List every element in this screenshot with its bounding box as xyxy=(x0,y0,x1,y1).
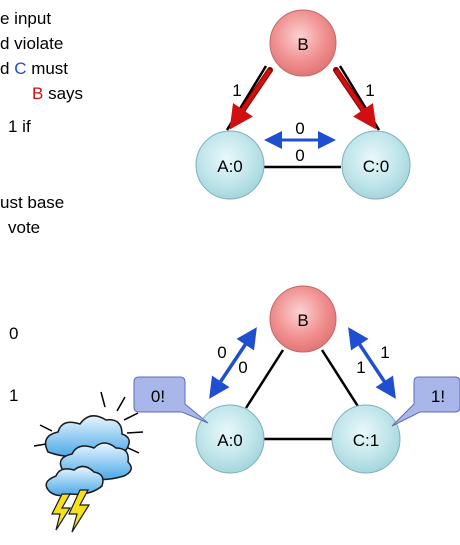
text-line-2: d violate xyxy=(0,34,64,53)
text-line-4: B says xyxy=(32,84,84,103)
node-b-bottom-label: B xyxy=(297,311,308,330)
edge-label-bc-outer: 1 xyxy=(380,343,389,362)
diagram-top: B A:0 C:0 1 1 0 0 xyxy=(195,9,411,200)
node-a-bottom xyxy=(195,404,265,474)
arrow-a-b-bottom xyxy=(209,327,257,399)
node-a-bottom-label: A:0 xyxy=(217,431,243,450)
arrow-b-to-c-top xyxy=(333,67,377,130)
arrow-b-to-a-top xyxy=(229,67,273,130)
node-b-top xyxy=(269,9,337,77)
node-c-bottom xyxy=(331,404,401,474)
callout-left-label: 0! xyxy=(151,387,165,406)
storm-cloud-icon xyxy=(33,391,144,533)
edge-label-ab-outer: 0 xyxy=(217,343,226,362)
text-line-5: 1 if xyxy=(8,117,31,136)
edge-ba-bottom xyxy=(244,349,285,409)
node-a-top xyxy=(195,130,265,200)
callout-left: 0! xyxy=(133,376,209,424)
node-c-top-label: C:0 xyxy=(363,157,389,176)
edge-label-bc-inner: 1 xyxy=(356,358,365,377)
text-line-3: d C must xyxy=(0,59,69,78)
arrow-b-c-bottom xyxy=(348,327,396,399)
node-ref-b: B xyxy=(32,84,44,103)
edge-label-bc-top: 1 xyxy=(365,81,374,100)
callout-right: 1! xyxy=(391,376,460,427)
node-c-bottom-label: C:1 xyxy=(353,431,379,450)
edge-label-ac-top-lower: 0 xyxy=(295,146,304,165)
edge-label-ac-top-upper: 0 xyxy=(295,119,304,138)
text-line-6: ust base xyxy=(0,193,65,212)
callout-right-label: 1! xyxy=(431,387,445,406)
side-number-0: 0 xyxy=(9,324,19,343)
edge-bc-bottom xyxy=(320,349,361,409)
node-b-top-label: B xyxy=(297,35,308,54)
diagram-bottom: B A:0 C:1 0 0 1 1 0! 1! xyxy=(133,285,460,474)
node-c-top xyxy=(341,130,411,200)
node-ref-c: C xyxy=(14,59,27,78)
side-number-1: 1 xyxy=(9,386,19,405)
edge-label-ba-top: 1 xyxy=(232,81,241,100)
text-line-1: e input xyxy=(0,9,52,28)
edge-label-ab-inner: 0 xyxy=(238,358,247,377)
node-b-bottom xyxy=(269,285,337,353)
node-a-top-label: A:0 xyxy=(217,157,243,176)
text-line-7: vote xyxy=(8,218,41,237)
